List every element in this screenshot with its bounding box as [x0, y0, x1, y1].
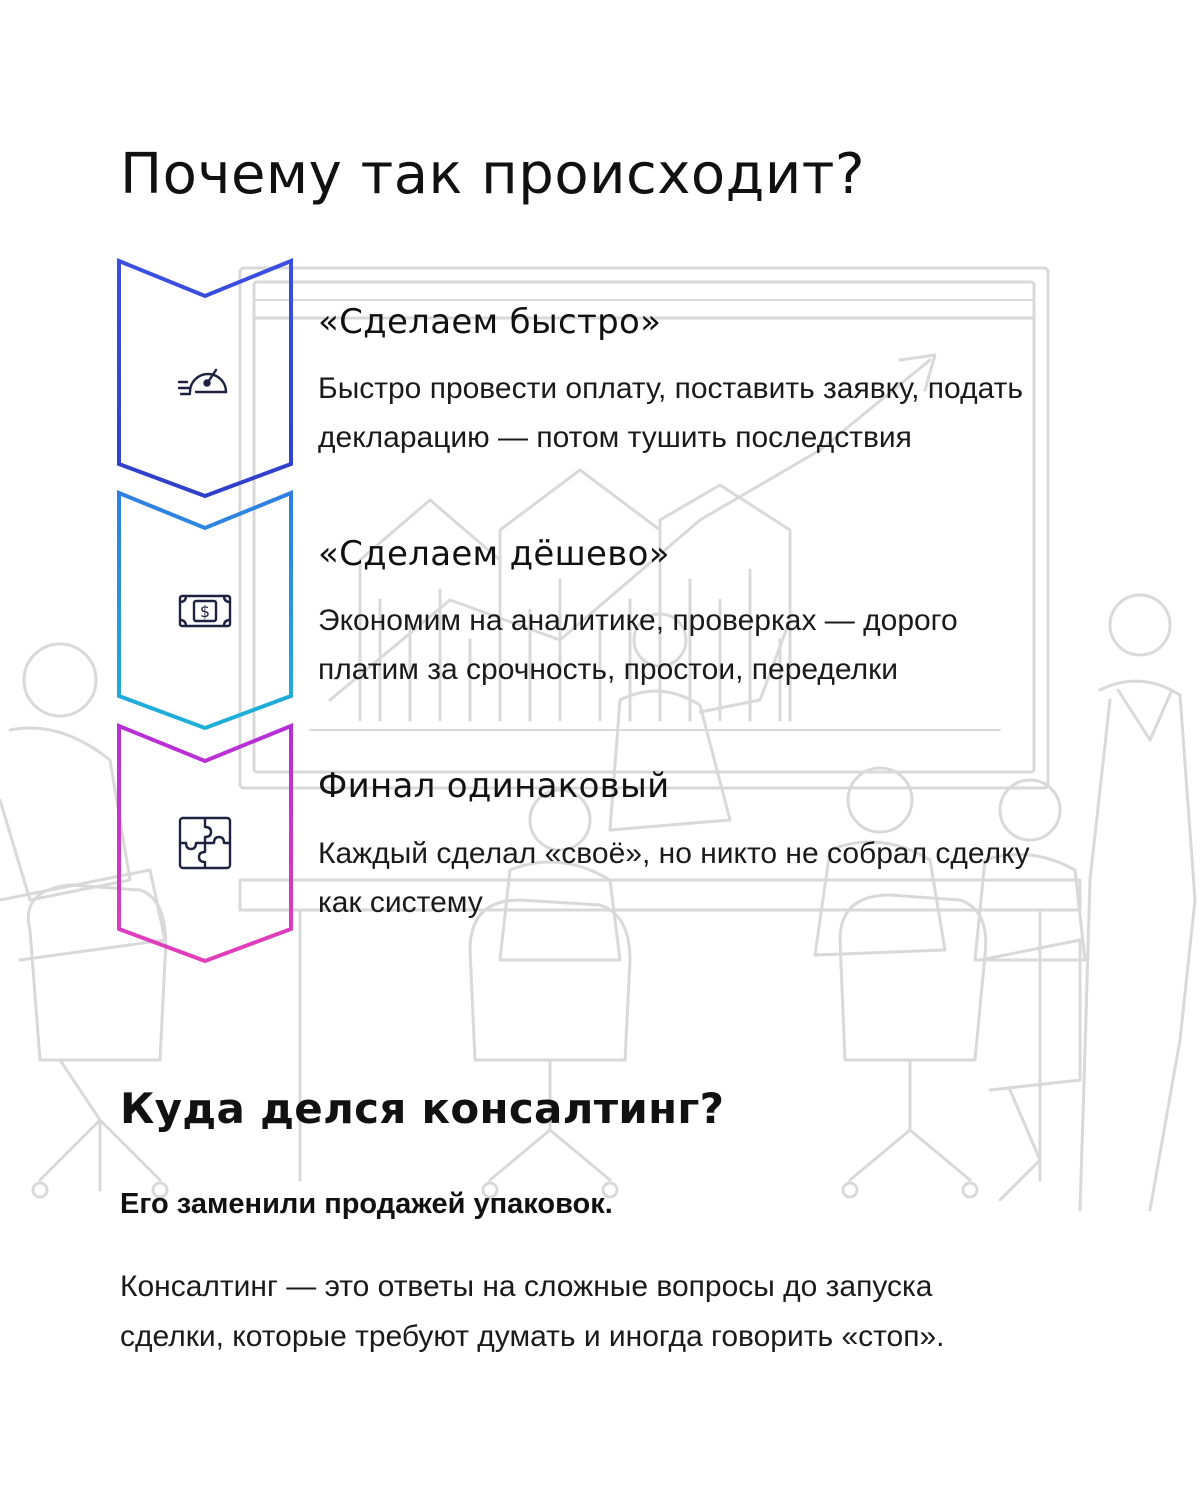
step-text-1: Быстро провести оплату, поставить заявку… — [318, 364, 1098, 462]
step-title-2: «Сделаем дёшево» — [318, 534, 670, 574]
puzzle-icon — [178, 816, 232, 870]
step-text-3: Каждый сделал «своё», но никто не собрал… — [318, 829, 1098, 927]
step-text-2-line-1: Экономим на аналитике, проверках — дорог… — [318, 604, 958, 637]
banknote-icon: $ — [178, 594, 232, 628]
step-chevron-1 — [117, 258, 293, 498]
step-text-3-line-2: как систему — [318, 886, 483, 919]
section-text-line-1: Консалтинг — это ответы на сложные вопро… — [120, 1270, 933, 1303]
svg-text:$: $ — [200, 602, 210, 621]
page-title: Почему так происходит? — [120, 142, 866, 207]
step-text-1-line-2: декларацию — потом тушить последствия — [318, 421, 912, 454]
section-text: Консалтинг — это ответы на сложные вопро… — [120, 1262, 1080, 1362]
section-lead: Его заменили продажей упаковок. — [120, 1188, 613, 1220]
step-text-2-line-2: платим за срочность, простои, переделки — [318, 653, 898, 686]
step-chevron-2 — [117, 490, 293, 730]
speedometer-icon — [177, 368, 228, 396]
section-text-line-2: сделки, которые требуют думать и иногда … — [120, 1320, 945, 1353]
step-text-1-line-1: Быстро провести оплату, поставить заявку… — [318, 372, 1023, 405]
section-title: Куда делся консалтинг? — [120, 1084, 725, 1133]
step-title-1: «Сделаем быстро» — [318, 302, 662, 342]
step-chevron-3 — [117, 723, 293, 963]
step-title-3: Финал одинаковый — [318, 766, 670, 806]
step-text-3-line-1: Каждый сделал «своё», но никто не собрал… — [318, 837, 1030, 870]
step-text-2: Экономим на аналитике, проверках — дорог… — [318, 596, 1098, 694]
